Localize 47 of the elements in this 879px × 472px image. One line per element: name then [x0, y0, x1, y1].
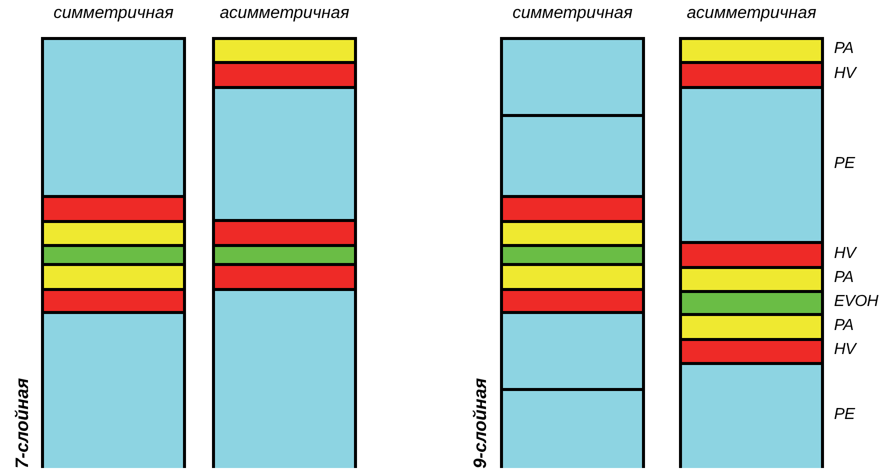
layer-bar	[503, 114, 642, 195]
layer-bar	[682, 241, 821, 266]
layer-bar	[682, 338, 821, 362]
layer-bar	[503, 220, 642, 244]
layer-bar	[215, 288, 354, 468]
layer-bar	[682, 290, 821, 313]
layer-bar	[44, 263, 183, 288]
layer-bar	[503, 244, 642, 263]
layer-label: PA	[834, 268, 854, 288]
row-label: 7-слойная	[12, 378, 33, 468]
row-label: 9-слойная	[470, 378, 491, 468]
layer-bar	[503, 195, 642, 220]
layer-bar	[503, 288, 642, 311]
layer-bar	[503, 311, 642, 388]
layer-label: HV	[834, 64, 856, 84]
layer-bar	[44, 244, 183, 263]
layer-bar	[682, 313, 821, 338]
layer-label: EVOH	[834, 292, 878, 312]
layer-bar	[682, 362, 821, 468]
column-heading: асимметричная	[218, 3, 350, 23]
layer-bar	[44, 40, 183, 195]
column-heading: симметричная	[52, 3, 175, 23]
layer-bar	[682, 266, 821, 290]
layer-bar	[215, 244, 354, 263]
layer-bar	[44, 195, 183, 220]
layer-bar	[44, 220, 183, 244]
layer-label: PA	[834, 316, 854, 336]
column-heading: симметричная	[511, 3, 634, 23]
layer-bar	[44, 288, 183, 311]
layer-bar	[503, 388, 642, 468]
layer-label: PE	[834, 154, 855, 174]
column-heading: асимметричная	[686, 3, 818, 23]
layer-label: HV	[834, 340, 856, 360]
layer-bar	[215, 61, 354, 86]
layer-bar	[44, 311, 183, 468]
layer-bar	[215, 40, 354, 61]
layer-label: PE	[834, 405, 855, 425]
layer-bar	[503, 263, 642, 288]
layer-bar	[503, 40, 642, 114]
layer-bar	[215, 219, 354, 244]
layer-bar	[682, 86, 821, 241]
layer-label: HV	[834, 244, 856, 264]
layer-label: PA	[834, 39, 854, 59]
layer-bar	[215, 263, 354, 288]
layer-bar	[215, 86, 354, 219]
layer-bar	[682, 61, 821, 86]
layer-bar	[682, 40, 821, 61]
